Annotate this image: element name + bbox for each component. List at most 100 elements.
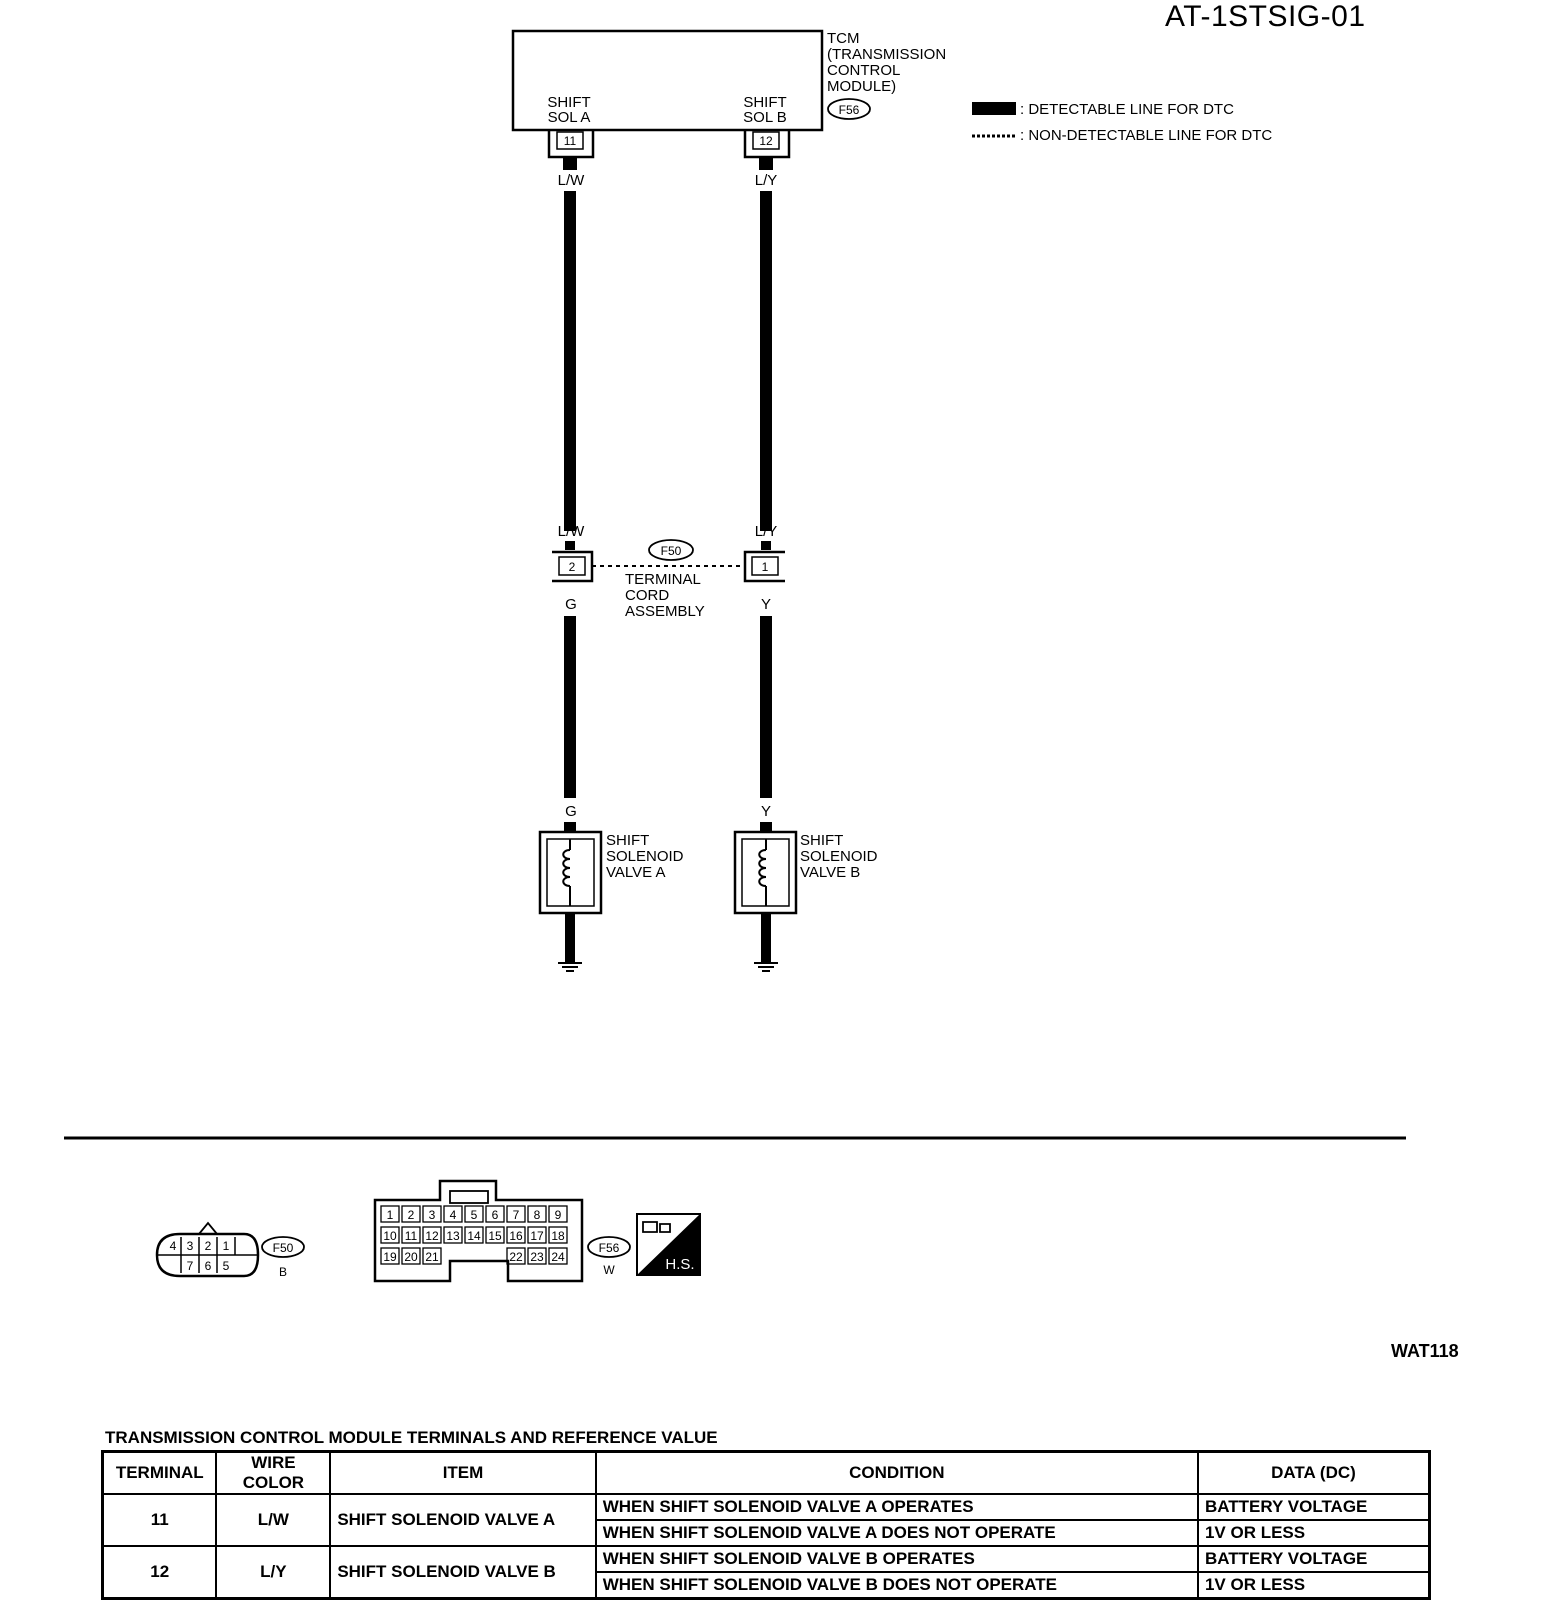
f56-pin-20: 20 [404, 1250, 418, 1264]
f50-pin-5: 5 [223, 1259, 230, 1273]
solenoid-b-label2: SOLENOID [800, 848, 878, 865]
f56-pin-15: 15 [488, 1229, 502, 1243]
cord-connector-badge [648, 539, 694, 561]
pin-12-stub [759, 157, 773, 170]
f56-pin-cell [380, 1226, 400, 1244]
wire-b-upper-color: L/Y [755, 172, 778, 189]
f56-pin-1: 1 [387, 1208, 394, 1222]
pin-2-top-stub [565, 541, 575, 550]
wire-a-upper [564, 191, 576, 531]
condition-cell: WHEN SHIFT SOLENOID VALVE B OPERATES [594, 1545, 1199, 1573]
f56-pin-23: 23 [530, 1250, 544, 1264]
table-row: 12 L/Y SHIFT SOLENOID VALVE B WHEN SHIFT… [101, 1545, 1431, 1600]
f56-pin-cell [527, 1205, 547, 1223]
tcm-terminal-b-label1: SHIFT [743, 94, 786, 111]
f56-pin-6: 6 [492, 1208, 499, 1222]
tcm-box [511, 29, 824, 132]
solenoid-b-ground-wire [761, 913, 771, 963]
f56-pin-cell [443, 1205, 463, 1223]
tcm-connector-id: F56 [839, 103, 860, 117]
tcm-label-line4: MODULE) [827, 78, 896, 95]
f56-pin-cell [464, 1226, 484, 1244]
header-terminal: TERMINAL [101, 1450, 218, 1495]
f56-pin-24: 24 [551, 1250, 565, 1264]
terminal-cell: 11 [101, 1493, 218, 1547]
data-cell: BATTERY VOLTAGE [1196, 1493, 1431, 1521]
header-data: DATA (DC) [1196, 1450, 1431, 1495]
wire-a-lower-bottom-color: G [565, 803, 577, 820]
f56-pin-cell [380, 1205, 400, 1223]
f56-color: W [603, 1263, 615, 1277]
f56-pin-cell [548, 1247, 568, 1265]
f56-badge [587, 1236, 631, 1258]
wire-b-lower [760, 616, 772, 798]
figure-code: WAT118 [1391, 1341, 1459, 1361]
solenoid-b-label3: VALVE B [800, 864, 860, 881]
tcm-label-line2: (TRANSMISSION [827, 46, 946, 63]
tcm-label-line1: TCM [827, 30, 860, 47]
f56-pin-8: 8 [534, 1208, 541, 1222]
condition-cell: WHEN SHIFT SOLENOID VALVE A DOES NOT OPE… [594, 1519, 1199, 1547]
f56-pin-cell [485, 1226, 505, 1244]
f56-id: F56 [599, 1241, 620, 1255]
tcm-label-line3: CONTROL [827, 62, 900, 79]
page-code: AT-1STSIG-01 [1165, 0, 1366, 33]
cord-pin-2: 2 [552, 550, 594, 583]
f56-pin-18: 18 [551, 1229, 565, 1243]
f56-pin-cell [443, 1226, 463, 1244]
f56-pin-cell [548, 1205, 568, 1223]
hs-badge-text: H.S. [665, 1256, 694, 1273]
item-cell: SHIFT SOLENOID VALVE B [329, 1545, 597, 1600]
f56-pin-cell [401, 1226, 421, 1244]
f56-pin-cell [401, 1205, 421, 1223]
wire-b-lower-bottom-color: Y [761, 803, 771, 820]
f50-pin-4: 4 [170, 1239, 177, 1253]
solenoid-b-coil-icon [758, 849, 767, 887]
solenoid-a-ground-wire [565, 913, 575, 963]
f56-pin-cell [527, 1247, 547, 1265]
f56-pin-cell [506, 1247, 526, 1265]
item-cell: SHIFT SOLENOID VALVE A [329, 1493, 597, 1547]
f56-pin-cell [422, 1226, 442, 1244]
data-cell: 1V OR LESS [1196, 1571, 1431, 1600]
f50-color: B [279, 1265, 287, 1279]
cord-connector-id: F50 [661, 544, 682, 558]
solenoid-a-coil-icon [562, 849, 571, 887]
f56-pin-cell [401, 1247, 421, 1265]
f56-pin-22: 22 [509, 1250, 523, 1264]
f50-pin-1: 1 [223, 1239, 230, 1253]
cord-pin-2-number: 2 [569, 560, 576, 574]
cord-pin-1-number: 1 [762, 560, 769, 574]
pin-11-stub [563, 157, 577, 170]
wire-b-lower-top-color: Y [761, 596, 771, 613]
f56-pin-3: 3 [429, 1208, 436, 1222]
f56-pin-21: 21 [425, 1250, 439, 1264]
f56-pin-cell [506, 1205, 526, 1223]
data-cell: BATTERY VOLTAGE [1196, 1545, 1431, 1573]
f56-pin-cell [380, 1247, 400, 1265]
f50-pin-2: 2 [205, 1239, 212, 1253]
f56-pin-cell [485, 1205, 505, 1223]
f56-pin-5: 5 [471, 1208, 478, 1222]
f56-pin-10: 10 [383, 1229, 397, 1243]
terminal-cord-label3: ASSEMBLY [625, 603, 705, 620]
ground-icon [754, 962, 778, 972]
table-row: WHEN SHIFT SOLENOID VALVE A DOES NOT OPE… [103, 1519, 1431, 1547]
table-row: 11 L/W SHIFT SOLENOID VALVE A WHEN SHIFT… [101, 1493, 1431, 1547]
f56-pin-cell [464, 1205, 484, 1223]
f50-pin-3: 3 [187, 1239, 194, 1253]
f56-connector-view [373, 1179, 584, 1283]
f50-id: F50 [273, 1241, 294, 1255]
solenoid-b-label1: SHIFT [800, 832, 843, 849]
f56-pin-cell [506, 1226, 526, 1244]
pin-1-top-stub [761, 541, 771, 550]
f56-pin-4: 4 [450, 1208, 457, 1222]
header-wire-color: WIRE COLOR [215, 1450, 332, 1495]
f56-pin-cell [422, 1205, 442, 1223]
tcm-pin-11-number: 11 [564, 134, 577, 148]
f56-pin-9: 9 [555, 1208, 562, 1222]
header-item: ITEM [329, 1450, 597, 1495]
header-condition: CONDITION [594, 1450, 1199, 1495]
tcm-terminal-a-label2: SOL A [548, 109, 591, 126]
